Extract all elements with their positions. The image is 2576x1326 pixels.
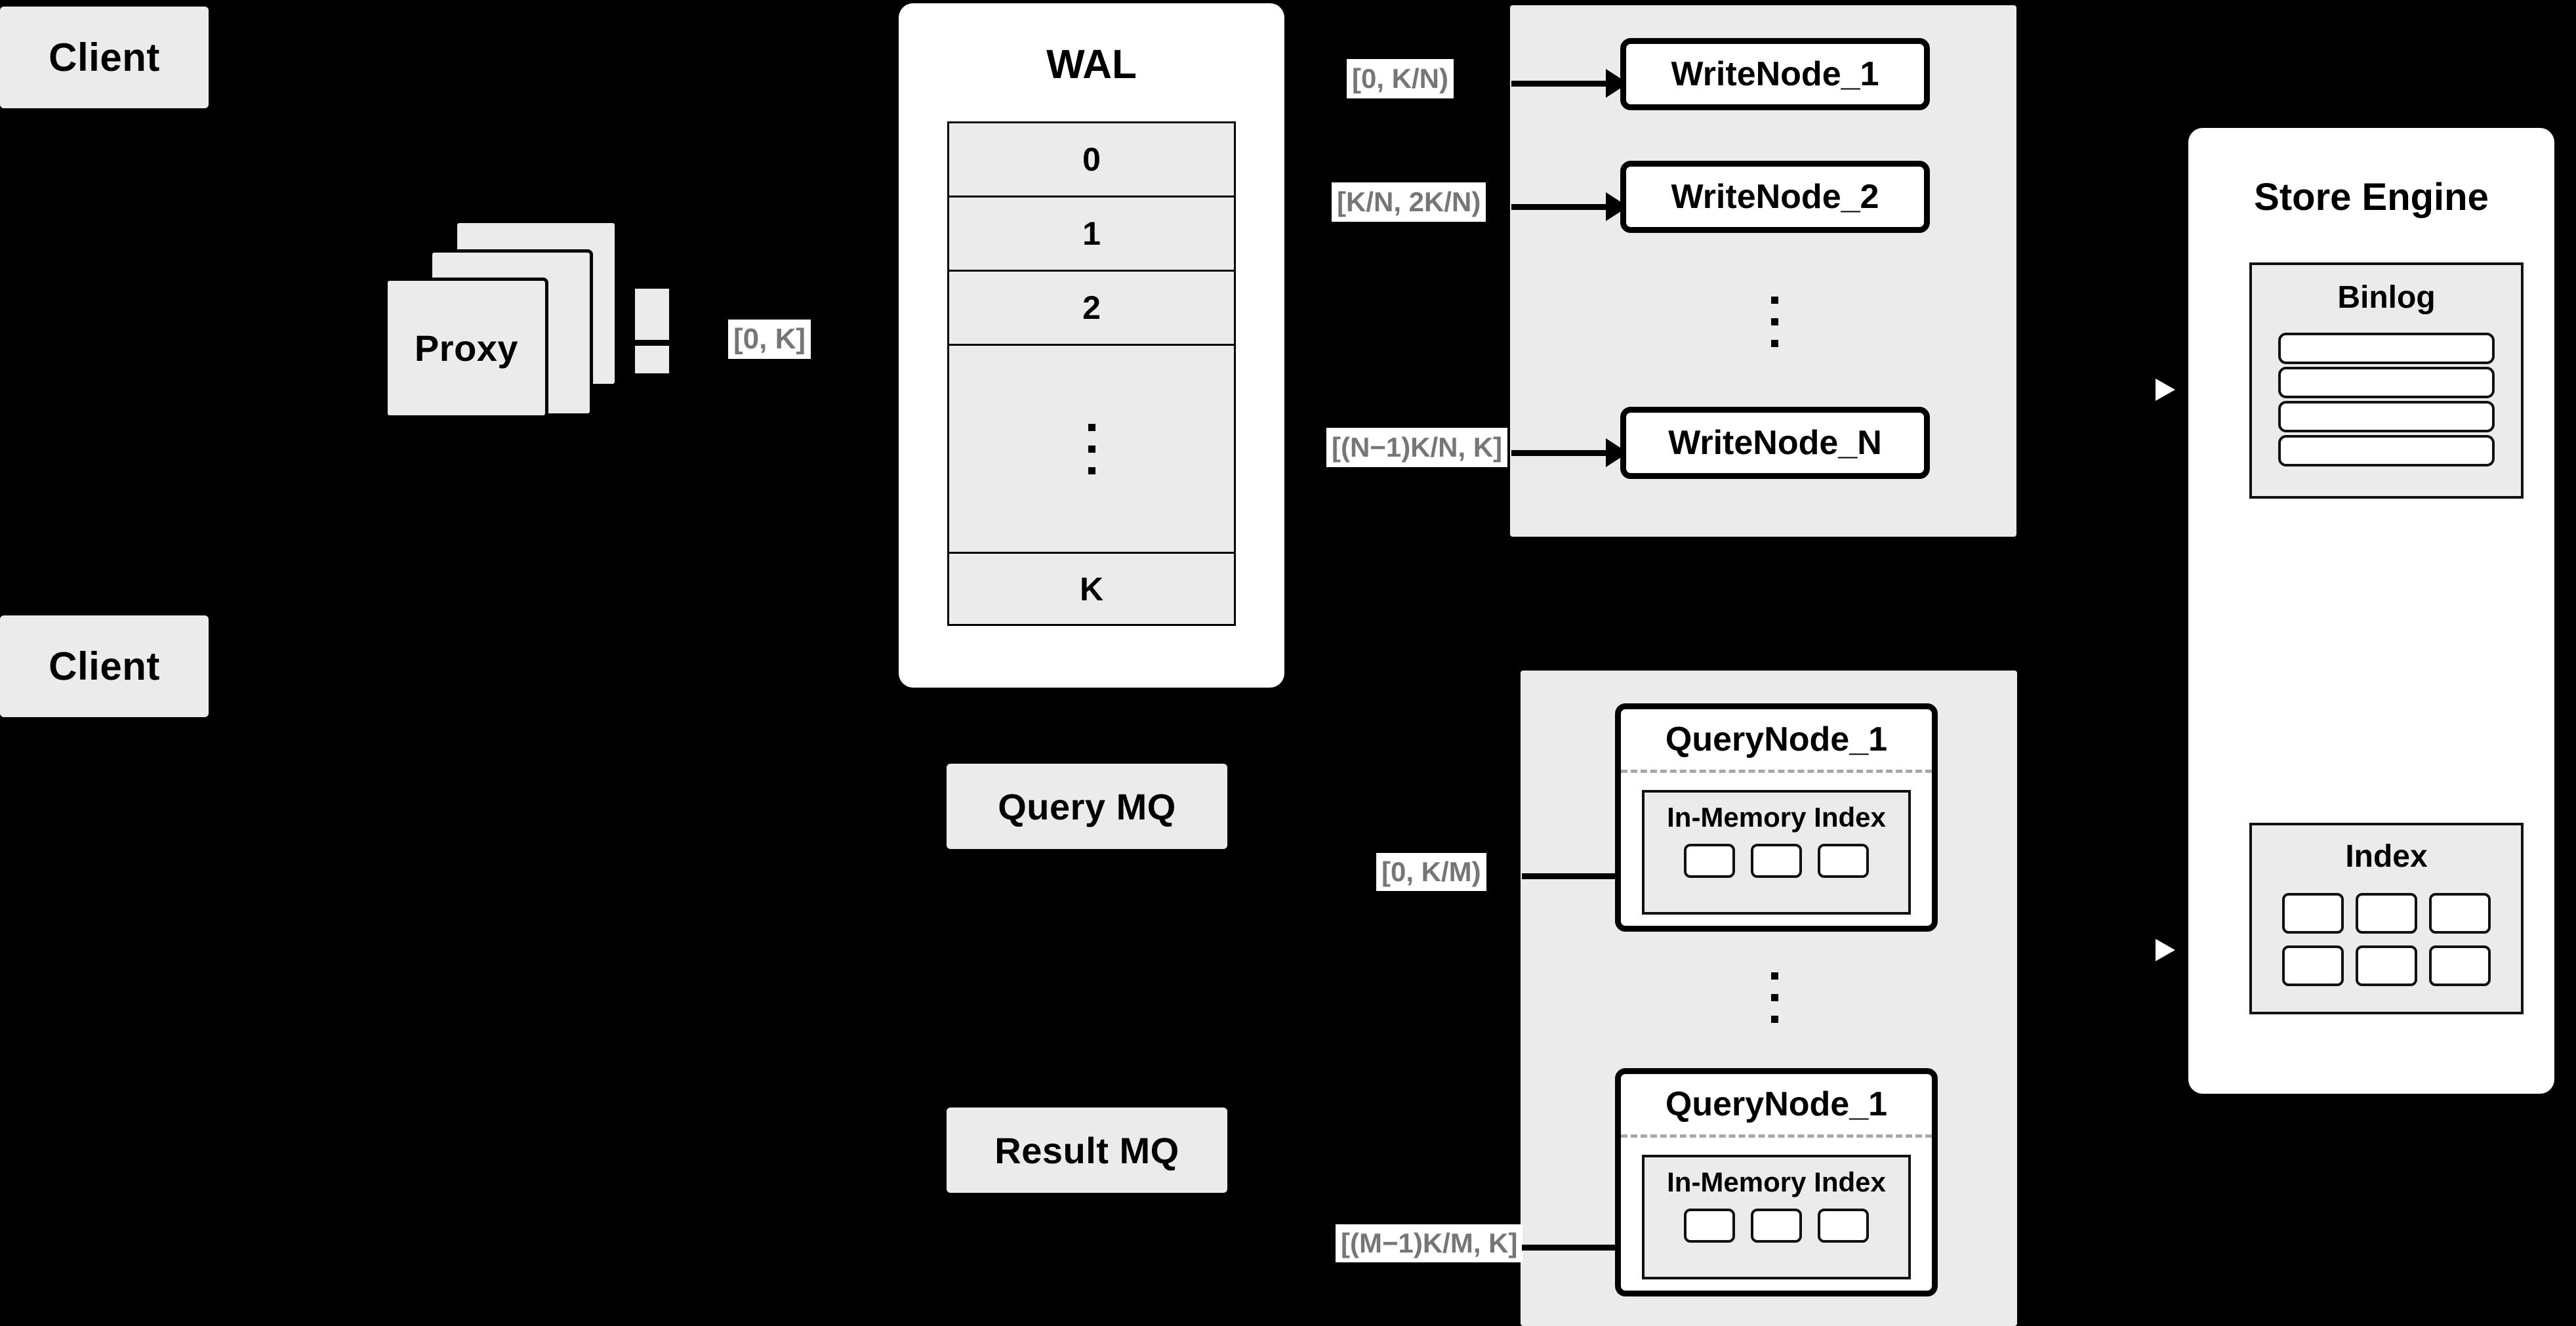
- write-node-ellipsis-icon: [1763, 272, 1786, 371]
- in-memory-index-m-title: In-Memory Index: [1667, 1167, 1886, 1197]
- proxy-card-front[interactable]: Proxy: [384, 278, 548, 419]
- binlog-entry[interactable]: [2278, 401, 2495, 432]
- wal-row-label: 2: [1082, 289, 1101, 326]
- client-node-1[interactable]: Client: [0, 7, 209, 108]
- store-engine-binlog-arrow: [2103, 374, 2190, 405]
- index-segment[interactable]: [1751, 1209, 1802, 1243]
- in-memory-index-1: In-Memory Index: [1642, 790, 1911, 915]
- binlog-section: Binlog: [2249, 262, 2524, 499]
- binlog-entry[interactable]: [2278, 333, 2495, 364]
- store-engine-title: Store Engine: [2254, 176, 2489, 218]
- store-index-segment[interactable]: [2356, 945, 2417, 986]
- index-segment[interactable]: [1751, 844, 1802, 878]
- wal-row[interactable]: 1: [947, 196, 1236, 270]
- store-engine-index-arrow: [2103, 934, 2190, 966]
- store-index-section: Index: [2249, 823, 2524, 1014]
- query-node-ellipsis-icon: [1763, 948, 1786, 1046]
- proxy-stack[interactable]: Proxy: [384, 220, 660, 430]
- wal-row-label: 0: [1082, 141, 1101, 178]
- write-arrow-1: [1511, 69, 1628, 98]
- write-range-label-1: [0, K/N): [1347, 59, 1454, 98]
- wal-row-label: 1: [1082, 215, 1101, 252]
- wal-row-list: 0 1 2 K: [947, 121, 1236, 627]
- proxy-range-text: [0, K]: [733, 323, 806, 355]
- vertical-ellipsis-icon: [1088, 423, 1095, 474]
- index-segment[interactable]: [1818, 1209, 1869, 1243]
- write-arrow-2: [1511, 192, 1628, 221]
- client-label-1: Client: [49, 35, 160, 79]
- write-node-n[interactable]: WriteNode_N: [1620, 407, 1930, 479]
- query-range-label-1: [0, K/M): [1376, 853, 1486, 891]
- client-node-2[interactable]: Client: [0, 615, 209, 717]
- index-segment[interactable]: [1684, 844, 1735, 878]
- store-index-title: Index: [2345, 839, 2428, 874]
- query-mq-node[interactable]: Query MQ: [947, 764, 1227, 849]
- wal-title: WAL: [1046, 42, 1137, 87]
- query-mq-label: Query MQ: [998, 785, 1176, 827]
- proxy-label: Proxy: [414, 327, 519, 369]
- query-node-m[interactable]: QueryNode_1 In-Memory Index: [1615, 1068, 1938, 1296]
- proxy-range-label: [0, K]: [728, 320, 811, 359]
- store-index-segment[interactable]: [2282, 945, 2344, 986]
- store-index-segment[interactable]: [2282, 893, 2344, 934]
- client-label-2: Client: [49, 644, 160, 688]
- write-node-2[interactable]: WriteNode_2: [1620, 161, 1930, 233]
- store-index-segment[interactable]: [2429, 893, 2491, 934]
- query-node-1-divider: [1621, 770, 1932, 773]
- wal-panel: WAL 0 1 2 K: [899, 3, 1284, 688]
- write-node-1-label: WriteNode_1: [1671, 55, 1879, 93]
- result-mq-label: Result MQ: [994, 1129, 1179, 1171]
- store-engine-panel: Store Engine Binlog Index: [2188, 128, 2554, 1094]
- wal-row-ellipsis: [947, 344, 1236, 552]
- write-range-label-2: [K/N, 2K/N): [1332, 182, 1486, 222]
- in-memory-index-1-title: In-Memory Index: [1667, 802, 1886, 833]
- query-node-m-divider: [1621, 1134, 1932, 1138]
- wal-row-label: K: [1079, 570, 1104, 608]
- proxy-connector-stub-lower: [635, 346, 669, 373]
- write-node-2-label: WriteNode_2: [1671, 178, 1879, 216]
- index-segment[interactable]: [1818, 844, 1869, 878]
- query-node-1-title: QueryNode_1: [1665, 720, 1888, 758]
- index-segment[interactable]: [1684, 1209, 1735, 1243]
- wal-row[interactable]: K: [947, 552, 1236, 626]
- wal-row[interactable]: 2: [947, 270, 1236, 344]
- query-node-m-title: QueryNode_1: [1665, 1085, 1888, 1123]
- binlog-entry[interactable]: [2278, 435, 2495, 466]
- wal-row[interactable]: 0: [947, 121, 1236, 196]
- query-node-1[interactable]: QueryNode_1 In-Memory Index: [1615, 703, 1938, 932]
- store-index-segment[interactable]: [2356, 893, 2417, 934]
- write-range-label-n: [(N−1)K/N, K]: [1326, 428, 1508, 467]
- binlog-title: Binlog: [2337, 280, 2436, 315]
- result-mq-node[interactable]: Result MQ: [947, 1108, 1227, 1193]
- proxy-connector-stub-upper: [635, 289, 669, 340]
- query-range-label-m: [(M−1)K/M, K]: [1336, 1224, 1523, 1262]
- write-arrow-n: [1511, 438, 1628, 467]
- store-index-segment[interactable]: [2429, 945, 2491, 986]
- write-node-1[interactable]: WriteNode_1: [1620, 38, 1930, 110]
- in-memory-index-m: In-Memory Index: [1642, 1155, 1911, 1279]
- write-node-n-label: WriteNode_N: [1668, 424, 1882, 462]
- binlog-entry[interactable]: [2278, 367, 2495, 398]
